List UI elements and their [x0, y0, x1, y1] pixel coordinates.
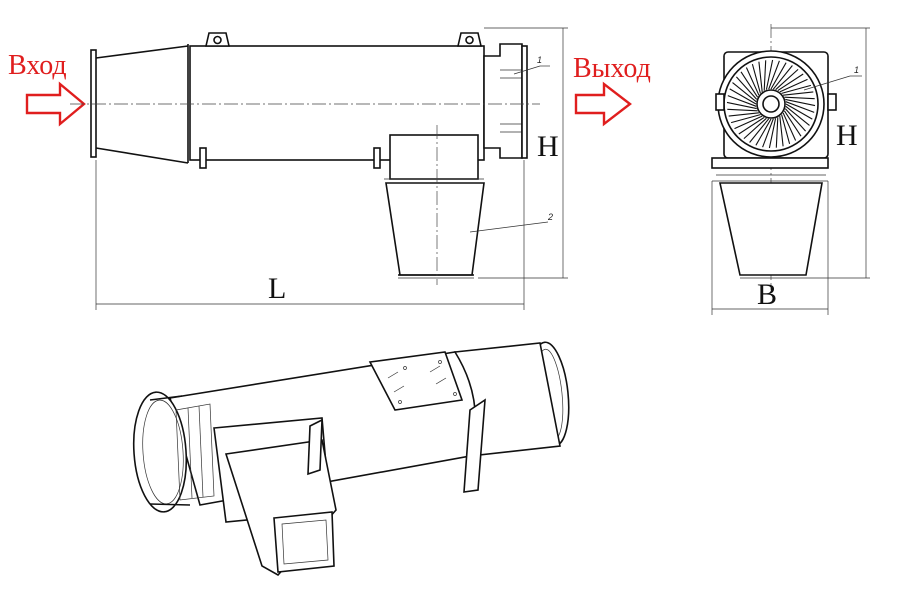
fan-hub — [756, 89, 786, 119]
outlet-flange — [521, 45, 528, 159]
fan-blade — [783, 91, 814, 96]
side-lug-left — [715, 93, 725, 111]
fan-blade — [785, 103, 813, 120]
fan-blade — [785, 98, 816, 107]
fan-blade — [743, 117, 767, 140]
iso-support-leg-left — [307, 418, 323, 476]
support-leg-right — [373, 147, 381, 169]
fan-blade — [783, 110, 802, 137]
front-view: B H 1 — [711, 24, 870, 315]
iso-hopper-outlet — [273, 511, 335, 573]
fan-blade — [735, 76, 758, 100]
iso-support-leg-right — [463, 398, 486, 493]
callout-1-side: 1 — [537, 55, 542, 65]
fan-blade — [729, 88, 757, 105]
fan-blade — [730, 114, 761, 124]
fan-blade — [775, 117, 779, 148]
fan-blade — [758, 61, 763, 92]
fan-blade — [763, 60, 767, 91]
dust-hopper-front — [719, 182, 823, 276]
fan-blade — [727, 95, 757, 107]
fan-blade — [728, 112, 759, 117]
fan-blade — [779, 116, 784, 147]
fan-blade — [777, 73, 804, 92]
outlet-housing — [483, 43, 523, 159]
fan-blade — [785, 101, 815, 113]
length-label: L — [268, 272, 286, 305]
fan-blade — [784, 108, 807, 132]
fan-blade — [745, 67, 760, 96]
outlet-arrow — [574, 81, 632, 127]
callout-1-front: 1 — [854, 65, 859, 75]
height-label-side: H — [537, 130, 559, 163]
fan-blade — [749, 118, 770, 143]
fan-impeller — [726, 59, 816, 149]
fan-blade — [772, 65, 793, 90]
fan-blade — [734, 115, 763, 130]
fan-blade — [726, 101, 757, 110]
base-frame — [711, 157, 829, 169]
fan-blade — [768, 118, 777, 149]
outlet-label: Выход — [573, 53, 651, 84]
fan-blade — [770, 62, 787, 90]
inlet-arrow — [25, 81, 86, 127]
fan-blade — [755, 118, 772, 146]
fan-blade — [779, 78, 808, 93]
fan-blade — [785, 105, 810, 126]
height-label-front: H — [836, 119, 858, 152]
fan-blade — [732, 82, 757, 103]
fan-blade — [768, 60, 780, 90]
fan-blade — [751, 63, 761, 94]
fan-blade — [727, 108, 758, 112]
fan-blade — [784, 96, 815, 100]
width-label: B — [757, 278, 777, 311]
inlet-cone — [95, 45, 189, 164]
iso-inlet-flange — [132, 391, 188, 513]
hopper-neck — [389, 134, 479, 180]
lifting-lug-right — [456, 32, 483, 47]
fan-blade — [781, 114, 791, 145]
support-leg-left — [199, 147, 207, 169]
inlet-label: Вход — [8, 50, 67, 81]
fan-blade — [782, 112, 797, 141]
side-view: Вход — [8, 27, 568, 310]
dust-hopper — [385, 182, 485, 276]
side-lug-right — [827, 93, 837, 111]
isometric-view — [132, 341, 570, 577]
inlet-flange — [90, 49, 97, 158]
fan-blade — [775, 68, 799, 91]
fan-blade — [781, 84, 812, 94]
fan-blade — [765, 59, 774, 90]
lifting-lug-left — [204, 32, 231, 47]
callout-2-side: 2 — [547, 212, 553, 222]
fan-blade — [762, 118, 774, 148]
fan-blade — [740, 71, 759, 98]
fan-blade — [738, 116, 765, 135]
